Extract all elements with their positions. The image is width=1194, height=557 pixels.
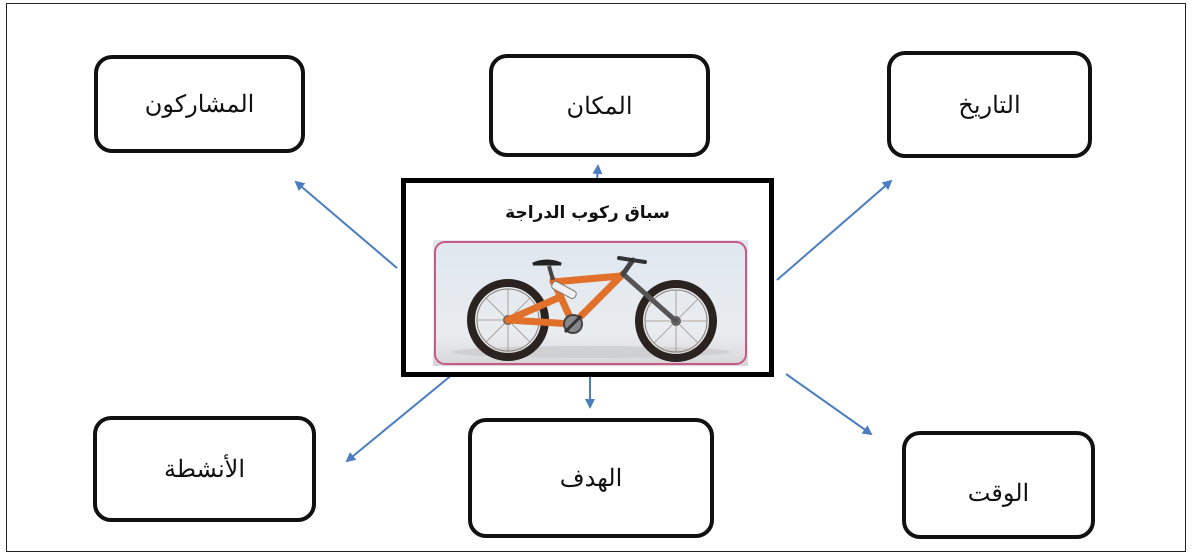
box-activities: الأنشطة	[93, 416, 316, 522]
box-date: التاريخ	[887, 51, 1092, 158]
arrow-to-activities	[345, 373, 454, 463]
box-date-label: التاريخ	[958, 90, 1021, 119]
box-goal: الهدف	[468, 418, 714, 538]
arrow-to-date	[776, 179, 893, 281]
box-activities-label: الأنشطة	[164, 455, 245, 483]
box-place: المكان	[489, 54, 710, 157]
box-goal-label: الهدف	[559, 464, 623, 492]
arrow-to-time	[785, 373, 873, 436]
box-place-label: المكان	[566, 91, 633, 120]
box-participants: المشاركون	[94, 55, 305, 153]
center-topic-card: سباق ركوب الدراجة	[401, 178, 774, 377]
diagram-frame	[6, 3, 1186, 552]
box-participants-label: المشاركون	[144, 90, 255, 118]
box-time-label: الوقت	[967, 479, 1030, 507]
bicycle-photo	[433, 240, 748, 366]
box-time: الوقت	[902, 431, 1095, 539]
center-title: سباق ركوب الدراجة	[505, 203, 670, 223]
bicycle-icon	[433, 240, 748, 366]
arrow-to-participants	[294, 180, 398, 269]
